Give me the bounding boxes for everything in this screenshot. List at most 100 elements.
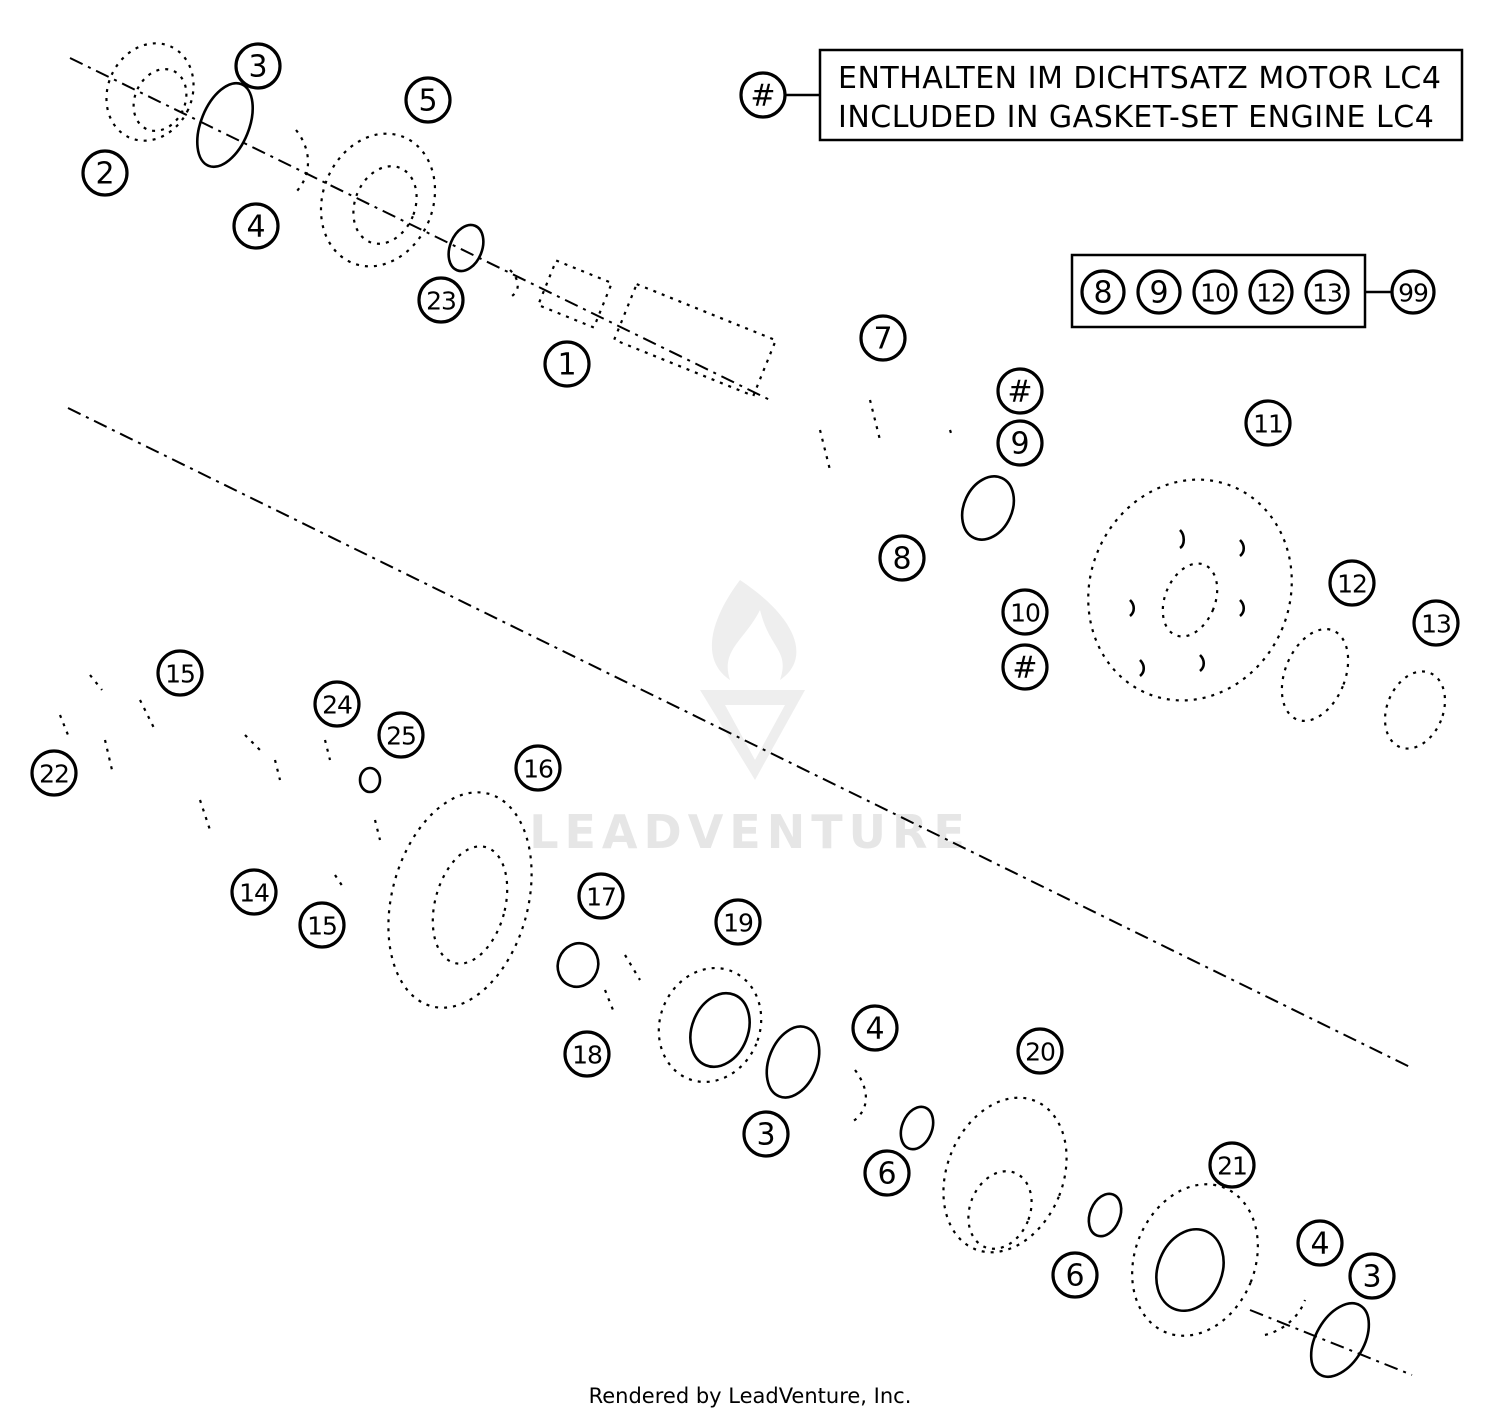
part-ring-3-lower xyxy=(765,1025,821,1099)
part-gear-2 xyxy=(105,42,195,142)
callout-3-label: 3 xyxy=(248,50,267,85)
kit-member-12-circle xyxy=(1248,269,1294,315)
callout-3-circle xyxy=(1348,1252,1396,1300)
part-ring-3 xyxy=(196,81,254,169)
part-12 xyxy=(1280,627,1350,723)
callout-3[interactable]: 3 xyxy=(742,1110,790,1158)
callout-4[interactable]: 4 xyxy=(232,202,280,250)
callout-19[interactable]: 19 xyxy=(714,898,762,946)
callout-4[interactable]: 4 xyxy=(851,1004,899,1052)
callout-15[interactable]: 15 xyxy=(156,649,204,697)
callout-10-circle xyxy=(1001,588,1049,636)
legend-symbol-callout-circle xyxy=(739,71,787,119)
legend-box xyxy=(818,48,1464,142)
kit-member-9-circle xyxy=(1136,269,1182,315)
kit-member-8[interactable]: 8 xyxy=(1080,269,1126,315)
kit-member-13-circle xyxy=(1304,269,1350,315)
part-gear-16 xyxy=(387,791,533,1009)
callout-3[interactable]: 3 xyxy=(234,42,282,90)
part-15-lower xyxy=(334,819,382,891)
callout-hash-circle xyxy=(1001,643,1049,691)
callout-3[interactable]: 3 xyxy=(1348,1252,1396,1300)
part-17 xyxy=(556,941,600,989)
callout-16[interactable]: 16 xyxy=(514,744,562,792)
callout-6[interactable]: 6 xyxy=(863,1149,911,1197)
callout-17[interactable]: 17 xyxy=(577,872,625,920)
callout-18-label: 18 xyxy=(572,1041,602,1070)
legend-line-2: INCLUDED IN GASKET-SET ENGINE LC4 xyxy=(838,100,1434,135)
callout-7-circle xyxy=(859,314,907,362)
callout-15-label: 15 xyxy=(165,660,195,689)
callout-4[interactable]: 4 xyxy=(1296,1219,1344,1267)
footer-credit: Rendered by LeadVenture, Inc. xyxy=(589,1384,912,1408)
kit-member-9[interactable]: 9 xyxy=(1136,269,1182,315)
callout-20-label: 20 xyxy=(1025,1038,1055,1067)
callout-2-circle xyxy=(81,149,129,197)
part-13 xyxy=(1383,670,1447,750)
callout-21-label: 21 xyxy=(1217,1152,1247,1181)
callout-22-label: 22 xyxy=(39,760,69,789)
callout-6-circle xyxy=(1051,1251,1099,1299)
callout-21[interactable]: 21 xyxy=(1208,1141,1256,1189)
kit-member-10[interactable]: 10 xyxy=(1192,269,1238,315)
part-19 xyxy=(657,966,763,1084)
kit-number-callout[interactable]: 99 xyxy=(1390,269,1436,315)
callout-2[interactable]: 2 xyxy=(81,149,129,197)
callout-3-circle xyxy=(742,1110,790,1158)
callout-24-circle xyxy=(313,680,361,728)
callout-9-circle xyxy=(996,419,1044,467)
callout-25[interactable]: 25 xyxy=(377,711,425,759)
callout-6[interactable]: 6 xyxy=(1051,1251,1099,1299)
callout-20[interactable]: 20 xyxy=(1016,1027,1064,1075)
callout-12[interactable]: 12 xyxy=(1328,559,1376,607)
main-axis xyxy=(67,407,1413,1069)
callout-14[interactable]: 14 xyxy=(230,868,278,916)
legend-symbol-callout[interactable]: # xyxy=(739,71,787,119)
callout-hash[interactable]: # xyxy=(1001,643,1049,691)
callout-hash[interactable]: # xyxy=(996,367,1044,415)
callout-12-circle xyxy=(1328,559,1376,607)
callout-23-circle xyxy=(417,276,465,324)
callout-18-circle xyxy=(563,1030,611,1078)
callout-24[interactable]: 24 xyxy=(313,680,361,728)
legend-symbol-callout-label: # xyxy=(750,79,775,114)
part-gear-21 xyxy=(1131,1183,1259,1337)
callout-7[interactable]: 7 xyxy=(859,314,907,362)
callout-11-circle xyxy=(1244,399,1292,447)
callout-25-label: 25 xyxy=(386,722,416,751)
callout-15-circle xyxy=(156,649,204,697)
callout-13[interactable]: 13 xyxy=(1412,599,1460,647)
callout-23[interactable]: 23 xyxy=(417,276,465,324)
callout-5[interactable]: 5 xyxy=(404,76,452,124)
callout-15[interactable]: 15 xyxy=(298,901,346,949)
part-bushing-23 xyxy=(447,223,485,273)
callout-8-label: 8 xyxy=(892,542,911,577)
callout-14-label: 14 xyxy=(239,879,269,908)
callout-3-label: 3 xyxy=(756,1118,775,1153)
callout-8[interactable]: 8 xyxy=(878,534,926,582)
callout-25-circle xyxy=(377,711,425,759)
callout-19-circle xyxy=(714,898,762,946)
callout-11-label: 11 xyxy=(1253,410,1283,439)
callout-12-label: 12 xyxy=(1337,570,1367,599)
callout-4-circle xyxy=(851,1004,899,1052)
callout-1[interactable]: 1 xyxy=(543,340,591,388)
callout-13-label: 13 xyxy=(1421,610,1451,639)
callout-17-circle xyxy=(577,872,625,920)
callout-18[interactable]: 18 xyxy=(563,1030,611,1078)
callout-20-circle xyxy=(1016,1027,1064,1075)
callout-22[interactable]: 22 xyxy=(30,749,78,797)
part-gear-5 xyxy=(319,132,437,268)
callout-4-circle xyxy=(1296,1219,1344,1267)
callout-17-label: 17 xyxy=(586,883,616,912)
callout-9[interactable]: 9 xyxy=(996,419,1044,467)
watermark-text: LEADVENTURE xyxy=(529,805,971,859)
kit-number-callout-label: 99 xyxy=(1398,279,1428,308)
callout-11[interactable]: 11 xyxy=(1244,399,1292,447)
kit-number-callout-circle xyxy=(1390,269,1436,315)
callout-16-label: 16 xyxy=(523,755,553,784)
kit-member-13[interactable]: 13 xyxy=(1304,269,1350,315)
kit-member-12[interactable]: 12 xyxy=(1248,269,1294,315)
callout-5-label: 5 xyxy=(418,84,437,119)
callout-10[interactable]: 10 xyxy=(1001,588,1049,636)
